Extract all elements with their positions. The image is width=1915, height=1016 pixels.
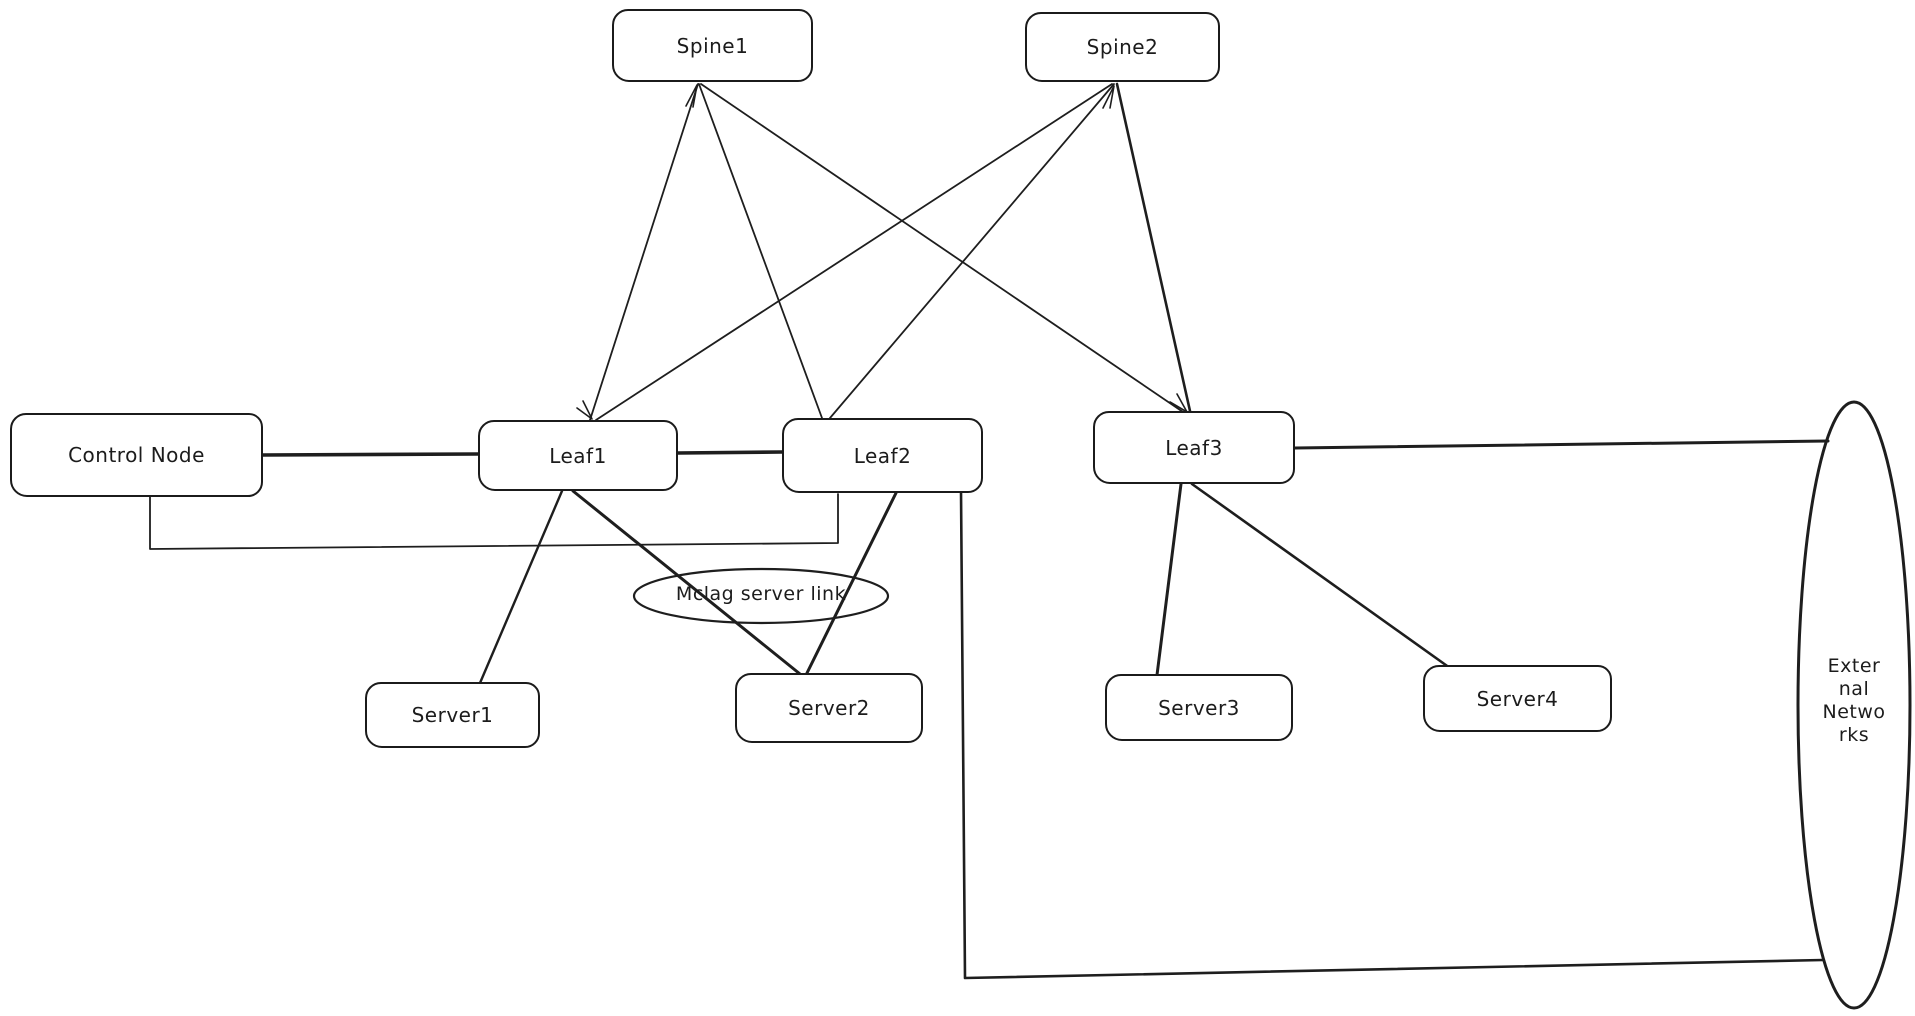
- edge-spine2-leaf3[interactable]: [1115, 82, 1192, 413]
- external-networks-ellipse[interactable]: [1796, 400, 1912, 1010]
- external-networks-label: Exter nal Netwo rks: [1800, 655, 1908, 747]
- edge-spine2-leaf1[interactable]: [595, 83, 1113, 421]
- external-networks-label-line1: Exter: [1827, 655, 1881, 677]
- node-control[interactable]: Control Node: [10, 413, 263, 497]
- node-leaf2[interactable]: Leaf2: [782, 418, 983, 493]
- edge-leaf3-server3[interactable]: [1155, 482, 1183, 677]
- node-server2-label: Server2: [788, 696, 870, 720]
- edge-leaf2-server2[interactable]: [805, 491, 898, 675]
- edge-spine1-leaf2[interactable]: [698, 83, 823, 419]
- edge-spine2-leaf2[interactable]: [829, 83, 1115, 419]
- edge-leaf3-external[interactable]: [1293, 439, 1830, 450]
- node-server1[interactable]: Server1: [365, 682, 540, 748]
- external-networks-label-line3: Netwo: [1822, 701, 1886, 723]
- node-leaf1-label: Leaf1: [549, 443, 607, 468]
- node-spine2[interactable]: Spine2: [1025, 12, 1220, 82]
- external-networks-label-line4: rks: [1838, 724, 1870, 746]
- edge-leaf1-server2[interactable]: [571, 489, 802, 676]
- node-server4[interactable]: Server4: [1423, 665, 1612, 732]
- edge-spine1-leaf3[interactable]: [700, 83, 1184, 413]
- node-leaf1[interactable]: Leaf1: [478, 420, 678, 491]
- mclag-ellipse[interactable]: [632, 567, 890, 625]
- node-server1-label: Server1: [411, 703, 494, 727]
- node-spine2-label: Spine2: [1086, 35, 1159, 59]
- node-server3[interactable]: Server3: [1105, 674, 1293, 741]
- edge-control-leaf1[interactable]: [261, 452, 480, 457]
- edges-layer: [149, 82, 1830, 980]
- node-spine1[interactable]: Spine1: [612, 9, 813, 82]
- node-leaf2-label: Leaf2: [853, 443, 912, 468]
- edge-leaf2-external[interactable]: [959, 489, 1825, 980]
- edge-leaf1-leaf2[interactable]: [676, 450, 784, 455]
- edge-arrow-leaf1-top: [576, 400, 593, 420]
- edge-arrow-spine1-bottom: [685, 84, 698, 108]
- edge-leaf3-server4[interactable]: [1190, 482, 1452, 670]
- node-control-label: Control Node: [68, 443, 205, 467]
- mclag-link-label: Mclag server link: [675, 583, 847, 605]
- edge-arrow-spine2-bottom: [1102, 85, 1115, 109]
- node-server4-label: Server4: [1476, 686, 1559, 711]
- node-leaf3[interactable]: Leaf3: [1093, 411, 1295, 484]
- node-leaf3-label: Leaf3: [1165, 435, 1223, 460]
- node-server2[interactable]: Server2: [735, 673, 923, 743]
- node-spine1-label: Spine1: [676, 33, 749, 58]
- external-networks-label-line2: nal: [1838, 678, 1870, 700]
- edge-leaf1-server1[interactable]: [478, 489, 564, 685]
- edge-control-leaf2-elbow[interactable]: [149, 492, 839, 550]
- edge-spine1-leaf1[interactable]: [589, 83, 699, 421]
- node-server3-label: Server3: [1158, 695, 1240, 720]
